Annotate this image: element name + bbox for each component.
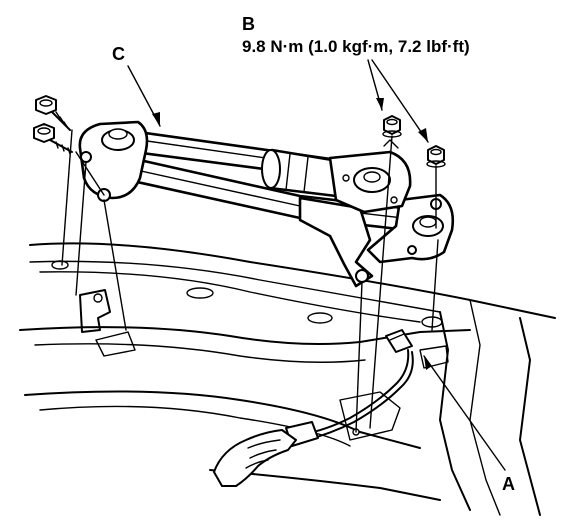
flange-nut-icon xyxy=(426,145,446,168)
callout-a: A xyxy=(502,474,515,494)
cowl-panel xyxy=(19,242,556,516)
installation-guide-lines xyxy=(61,129,439,433)
hex-bolt-icon xyxy=(33,123,73,155)
torque-spec: 9.8 N·m (1.0 kgf·m, 7.2 lbf·ft) xyxy=(242,37,470,56)
flange-nut-icon xyxy=(382,115,402,138)
hand-icon xyxy=(213,429,297,487)
leader-lines xyxy=(127,59,506,471)
callout-c: C xyxy=(112,44,125,64)
connector-icon xyxy=(285,329,414,447)
hex-bolt-icon xyxy=(35,95,71,131)
callout-b: B xyxy=(242,14,255,34)
wiper-motor-icon xyxy=(261,139,412,214)
